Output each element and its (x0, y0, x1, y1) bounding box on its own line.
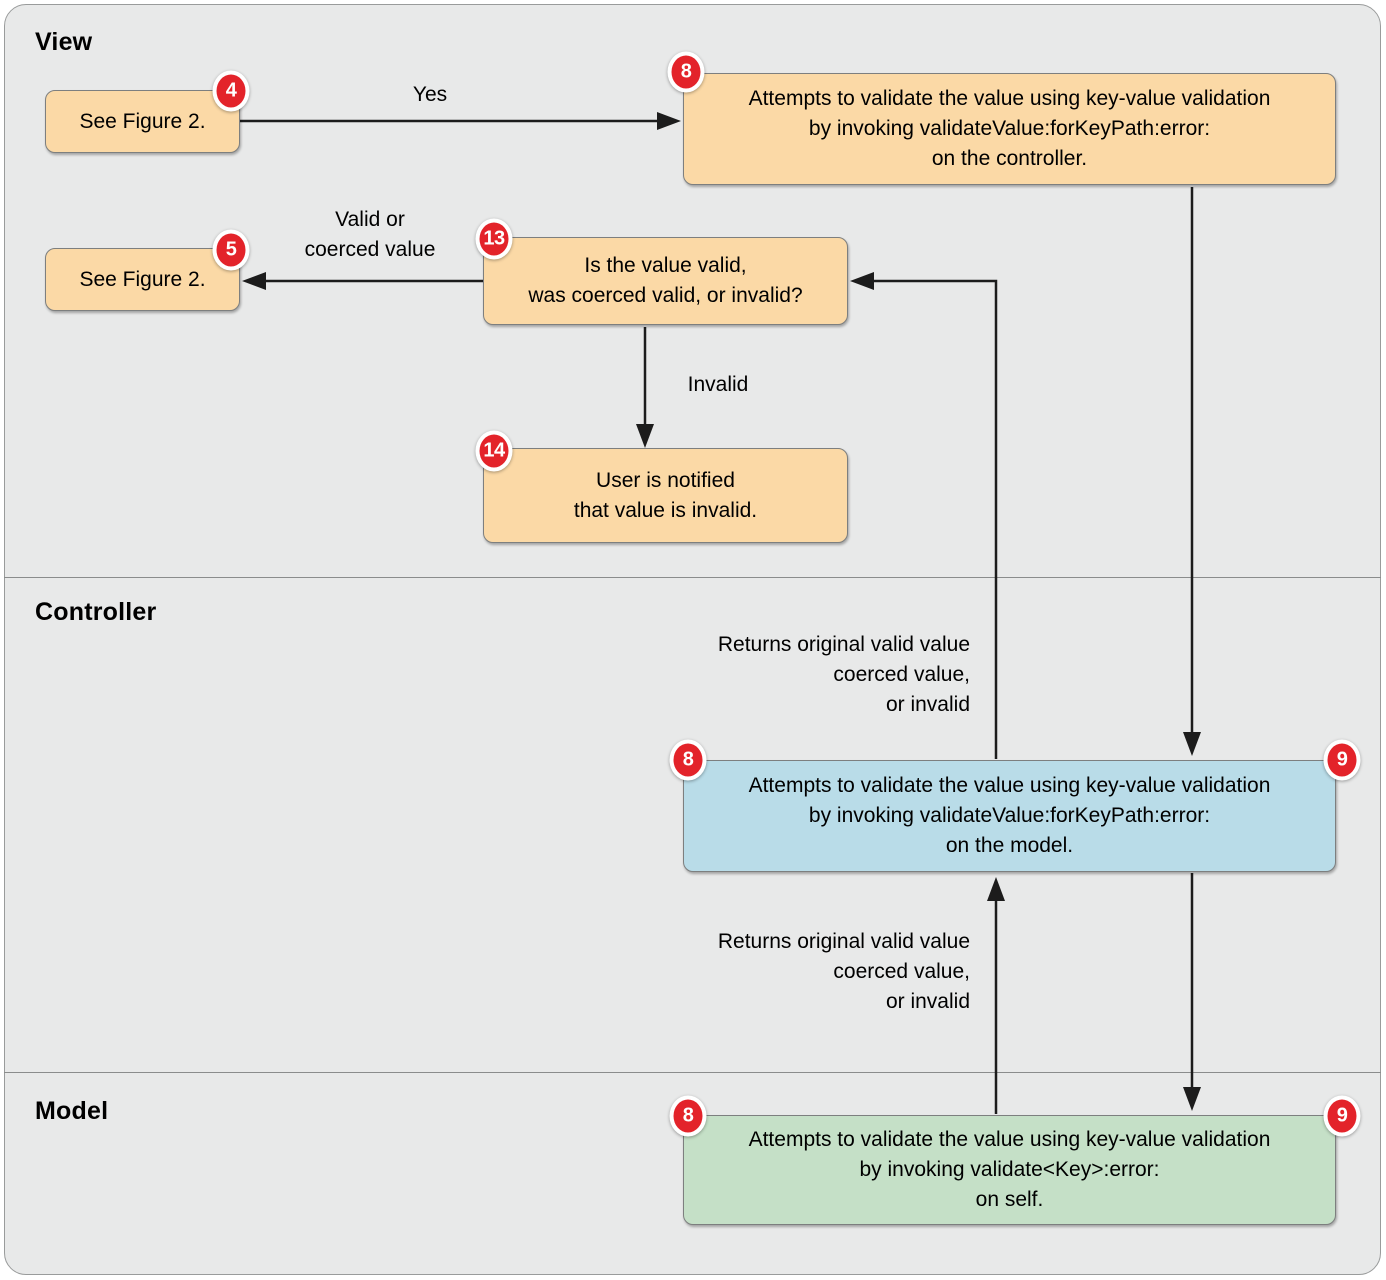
edge-label-returns-to-controller-line3: or invalid (885, 990, 970, 1013)
edge-label-returns-to-controller-line1: Returns original valid value (717, 930, 970, 953)
node-see-figure-top: See Figure 2. (45, 90, 240, 153)
edge-label-invalid: Invalid (687, 373, 749, 396)
node-user-notified-line1: User is notified (596, 468, 735, 492)
badge-8-model: 8 (669, 1095, 707, 1137)
node-user-notified-line2: that value is invalid. (573, 498, 758, 522)
badge-14: 14 (475, 430, 513, 472)
node-valid-check-line2: was coerced valid, or invalid? (528, 284, 803, 307)
lane-label-view: View (35, 28, 93, 56)
node-validate-model-line2: by invoking validateValue:forKeyPath:err… (808, 804, 1211, 827)
node-validate-self-line2: by invoking validate<Key>:error: (859, 1158, 1160, 1181)
diagram-frame (4, 4, 1381, 1275)
edge-label-returns-to-view-line1: Returns original valid value (717, 633, 970, 656)
node-validate-model-line1: Attempts to validate the value using key… (748, 774, 1271, 797)
node-valid-check-line1: Is the value valid, (584, 254, 747, 277)
badge-9-controller: 9 (1323, 739, 1361, 781)
edge-label-valid-coerced-line2: coerced value (304, 238, 436, 261)
edge-label-returns-to-view-line2: coerced value, (833, 663, 970, 686)
edge-label-returns-to-controller: Returns original valid value coerced val… (670, 927, 970, 1017)
view-controller-divider (4, 577, 1381, 578)
badge-8-view: 8 (667, 51, 705, 93)
lane-label-model: Model (35, 1097, 109, 1125)
node-validate-controller-line2: by invoking validateValue:forKeyPath:err… (808, 117, 1211, 140)
node-user-notified: User is notified that value is invalid. (483, 448, 848, 543)
lane-label-controller: Controller (35, 598, 157, 626)
node-validate-controller-line1: Attempts to validate the value using key… (748, 87, 1271, 110)
node-validate-self-line1: Attempts to validate the value using key… (748, 1128, 1271, 1151)
controller-model-divider (4, 1072, 1381, 1073)
node-validate-model-line3: on the model. (945, 834, 1074, 857)
edge-label-valid-coerced: Valid or coerced value (250, 205, 490, 265)
node-validate-controller-line3: on the controller. (931, 147, 1088, 170)
edge-label-returns-to-view-line3: or invalid (885, 693, 970, 716)
edge-label-valid-coerced-line1: Valid or (335, 208, 405, 231)
node-validate-self-line3: on self. (975, 1188, 1044, 1211)
node-see-figure-bottom-text: See Figure 2. (79, 267, 206, 291)
node-validate-self: Attempts to validate the value using key… (683, 1115, 1336, 1225)
edge-label-returns-to-controller-line2: coerced value, (833, 960, 970, 983)
badge-8-controller: 8 (669, 739, 707, 781)
node-validate-model: Attempts to validate the value using key… (683, 760, 1336, 872)
badge-4: 4 (212, 70, 250, 112)
edge-label-yes: Yes (412, 83, 448, 106)
node-see-figure-bottom: See Figure 2. (45, 248, 240, 311)
badge-9-model: 9 (1323, 1095, 1361, 1137)
node-see-figure-top-text: See Figure 2. (79, 109, 206, 133)
node-valid-check: Is the value valid, was coerced valid, o… (483, 237, 848, 325)
node-validate-controller: Attempts to validate the value using key… (683, 73, 1336, 185)
badge-13: 13 (475, 218, 513, 260)
badge-5: 5 (212, 229, 250, 271)
edge-label-returns-to-view: Returns original valid value coerced val… (670, 630, 970, 720)
